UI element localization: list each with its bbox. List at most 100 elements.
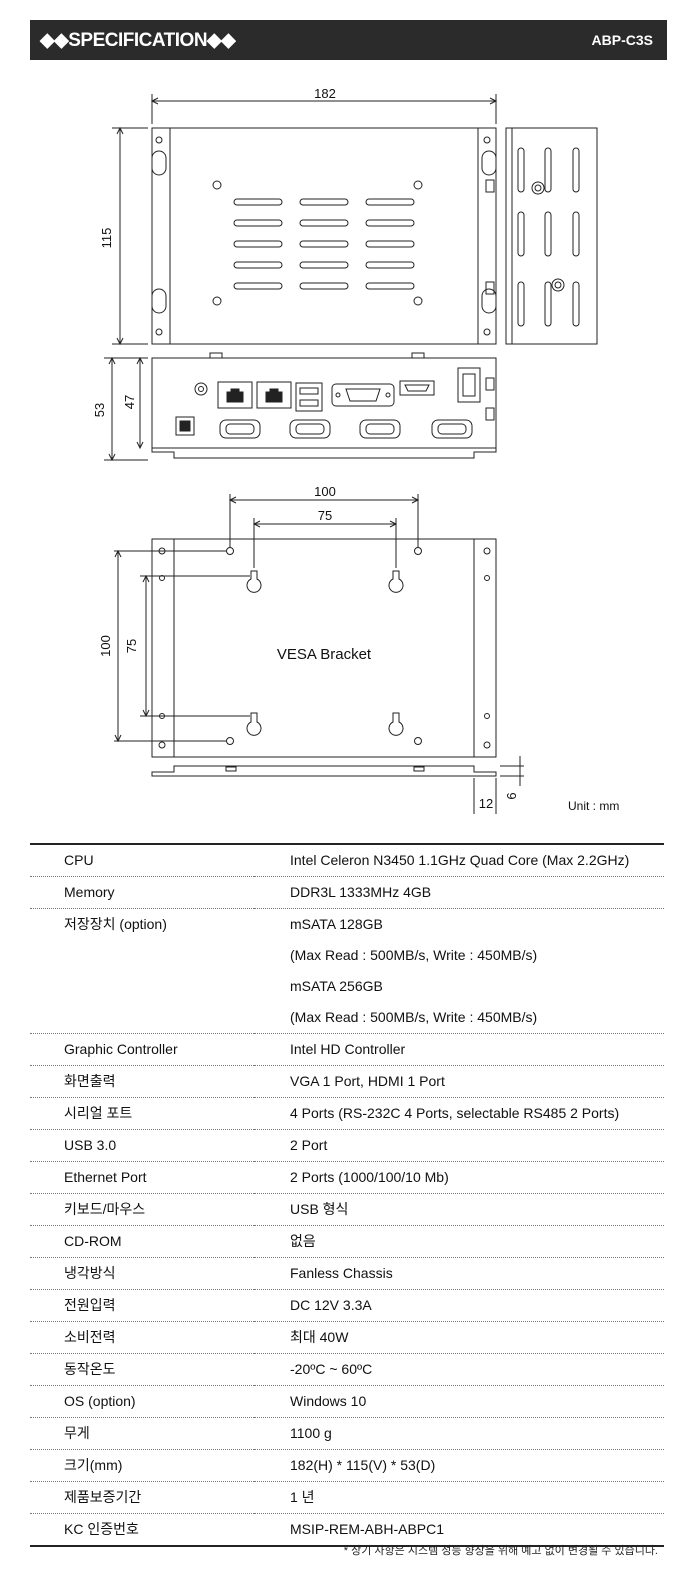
dim-vesa-outer-w: 100 (314, 484, 336, 499)
spec-label: CPU (30, 844, 254, 877)
spec-value-line: DDR3L 1333MHz 4GB (290, 884, 432, 900)
spec-value-line: MSIP-REM-ABH-ABPC1 (290, 1521, 445, 1537)
spec-value-line: Intel Celeron N3450 1.1GHz Quad Core (Ma… (290, 852, 630, 868)
spec-row: OS (option) Windows 10 (30, 1386, 664, 1418)
unit-label: Unit : mm (568, 799, 619, 813)
spec-row: 크기(mm) 182(H) * 115(V) * 53(D) (30, 1450, 664, 1482)
footnote: * 상기 사항은 시스템 성능 향상을 위해 예고 없이 변경될 수 있습니다. (343, 1545, 658, 1557)
spec-value-line: VGA 1 Port, HDMI 1 Port (290, 1073, 445, 1089)
spec-label: 크기(mm) (30, 1450, 254, 1482)
spec-label: KC 인증번호 (30, 1514, 254, 1547)
vesa-view: 100 75 100 75 VESA (98, 484, 619, 814)
spec-label-text: 화면출력 (64, 1073, 116, 1089)
spec-label: 소비전력 (30, 1322, 254, 1354)
spec-value-line: mSATA 128GB (290, 916, 383, 932)
spec-value-line: Fanless Chassis (290, 1265, 393, 1281)
spec-value-line: 최대 40W (290, 1329, 349, 1345)
spec-label: 시리얼 포트 (30, 1098, 254, 1130)
spec-row: 저장장치 (option) mSATA 128GB (Max Read : 500M… (30, 909, 664, 1034)
vent-slots (233, 198, 415, 290)
spec-label-text: 저장장치 (option) (64, 916, 167, 932)
dim-bracket-len: 12 (479, 796, 493, 811)
spec-value: 없음 (254, 1226, 664, 1258)
spec-value-line: mSATA 256GB (290, 978, 383, 994)
spec-value: 2 Port (254, 1130, 664, 1162)
spec-label-text: CPU (64, 852, 94, 868)
spec-value-line: 182(H) * 115(V) * 53(D) (290, 1457, 436, 1473)
spec-label: 키보드/마우스 (30, 1194, 254, 1226)
spec-label: CD-ROM (30, 1226, 254, 1258)
spec-value: -20ºC ~ 60ºC (254, 1354, 664, 1386)
spec-label-text: 크기(mm) (64, 1457, 123, 1473)
spec-label-text: 냉각방식 (64, 1265, 116, 1281)
spec-row: CD-ROM 없음 (30, 1226, 664, 1258)
spec-label-text: 키보드/마우스 (64, 1201, 146, 1217)
front-view: 53 47 (92, 352, 497, 462)
dim-width: 182 (314, 86, 336, 101)
spec-label-text: Memory (64, 884, 115, 900)
spec-label: OS (option) (30, 1386, 254, 1418)
dim-front-inner: 47 (122, 395, 137, 409)
spec-label: 무게 (30, 1418, 254, 1450)
spec-value: 4 Ports (RS-232C 4 Ports, selectable RS4… (254, 1098, 664, 1130)
spec-row: 냉각방식 Fanless Chassis (30, 1258, 664, 1290)
spec-label-text: CD-ROM (64, 1233, 122, 1249)
spec-row: 제품보증기간 1 년 (30, 1482, 664, 1514)
spec-value: DDR3L 1333MHz 4GB (254, 877, 664, 909)
spec-label-text: 동작온도 (64, 1361, 116, 1377)
spec-value: Intel Celeron N3450 1.1GHz Quad Core (Ma… (254, 844, 664, 877)
spec-value-line: Intel HD Controller (290, 1041, 406, 1057)
spec-label: 화면출력 (30, 1066, 254, 1098)
spec-value-line: 없음 (290, 1233, 316, 1249)
spec-value-line: 1 년 (290, 1489, 315, 1505)
spec-value-line: -20ºC ~ 60ºC (290, 1361, 373, 1377)
side-view (485, 127, 598, 345)
spec-value-line: 2 Ports (1000/100/10 Mb) (290, 1169, 449, 1185)
section-title: ◆◆SPECIFICATION◆◆ (40, 30, 236, 51)
spec-value: DC 12V 3.3A (254, 1290, 664, 1322)
serial-ports (219, 419, 473, 439)
spec-header: ◆◆SPECIFICATION◆◆ ABP-C3S (30, 20, 667, 60)
spec-row: 화면출력 VGA 1 Port, HDMI 1 Port (30, 1066, 664, 1098)
vesa-label: VESA Bracket (277, 646, 372, 663)
model-number: ABP-C3S (591, 32, 653, 48)
spec-row: USB 3.0 2 Port (30, 1130, 664, 1162)
spec-row: 소비전력 최대 40W (30, 1322, 664, 1354)
spec-value: 1 년 (254, 1482, 664, 1514)
spec-label: 냉각방식 (30, 1258, 254, 1290)
spec-value-line: USB 형식 (290, 1201, 349, 1217)
spec-value-line: 2 Port (290, 1137, 328, 1153)
spec-row: Memory DDR3L 1333MHz 4GB (30, 877, 664, 909)
spec-value: 1100 g (254, 1418, 664, 1450)
spec-value: 2 Ports (1000/100/10 Mb) (254, 1162, 664, 1194)
spec-value-line: (Max Read : 500MB/s, Write : 450MB/s) (290, 947, 538, 963)
spec-label-text: KC 인증번호 (64, 1521, 139, 1537)
spec-label: 저장장치 (option) (30, 909, 254, 1034)
spec-label-text: Graphic Controller (64, 1041, 178, 1057)
spec-label-text: 소비전력 (64, 1329, 116, 1345)
spec-table: CPU Intel Celeron N3450 1.1GHz Quad Core … (30, 843, 664, 1547)
spec-row: KC 인증번호 MSIP-REM-ABH-ABPC1 (30, 1514, 664, 1547)
spec-value: mSATA 128GB (Max Read : 500MB/s, Write : … (254, 909, 664, 1034)
spec-value: Fanless Chassis (254, 1258, 664, 1290)
technical-drawing: 182 115 (92, 86, 619, 814)
spec-value: MSIP-REM-ABH-ABPC1 (254, 1514, 664, 1547)
spec-label: 제품보증기간 (30, 1482, 254, 1514)
dim-vesa-outer-h: 100 (98, 635, 113, 657)
top-view: 182 115 (99, 86, 498, 346)
spec-row: Graphic Controller Intel HD Controller (30, 1034, 664, 1066)
spec-value: USB 형식 (254, 1194, 664, 1226)
spec-row: 키보드/마우스 USB 형식 (30, 1194, 664, 1226)
dim-vesa-inner-w: 75 (318, 508, 332, 523)
spec-row: CPU Intel Celeron N3450 1.1GHz Quad Core … (30, 844, 664, 877)
dim-vesa-inner-h: 75 (124, 639, 139, 653)
spec-value-line: (Max Read : 500MB/s, Write : 450MB/s) (290, 1009, 538, 1025)
spec-label: Memory (30, 877, 254, 909)
spec-label-text: USB 3.0 (64, 1137, 117, 1153)
spec-value: 최대 40W (254, 1322, 664, 1354)
spec-label: 동작온도 (30, 1354, 254, 1386)
spec-value-line: Windows 10 (290, 1393, 367, 1409)
